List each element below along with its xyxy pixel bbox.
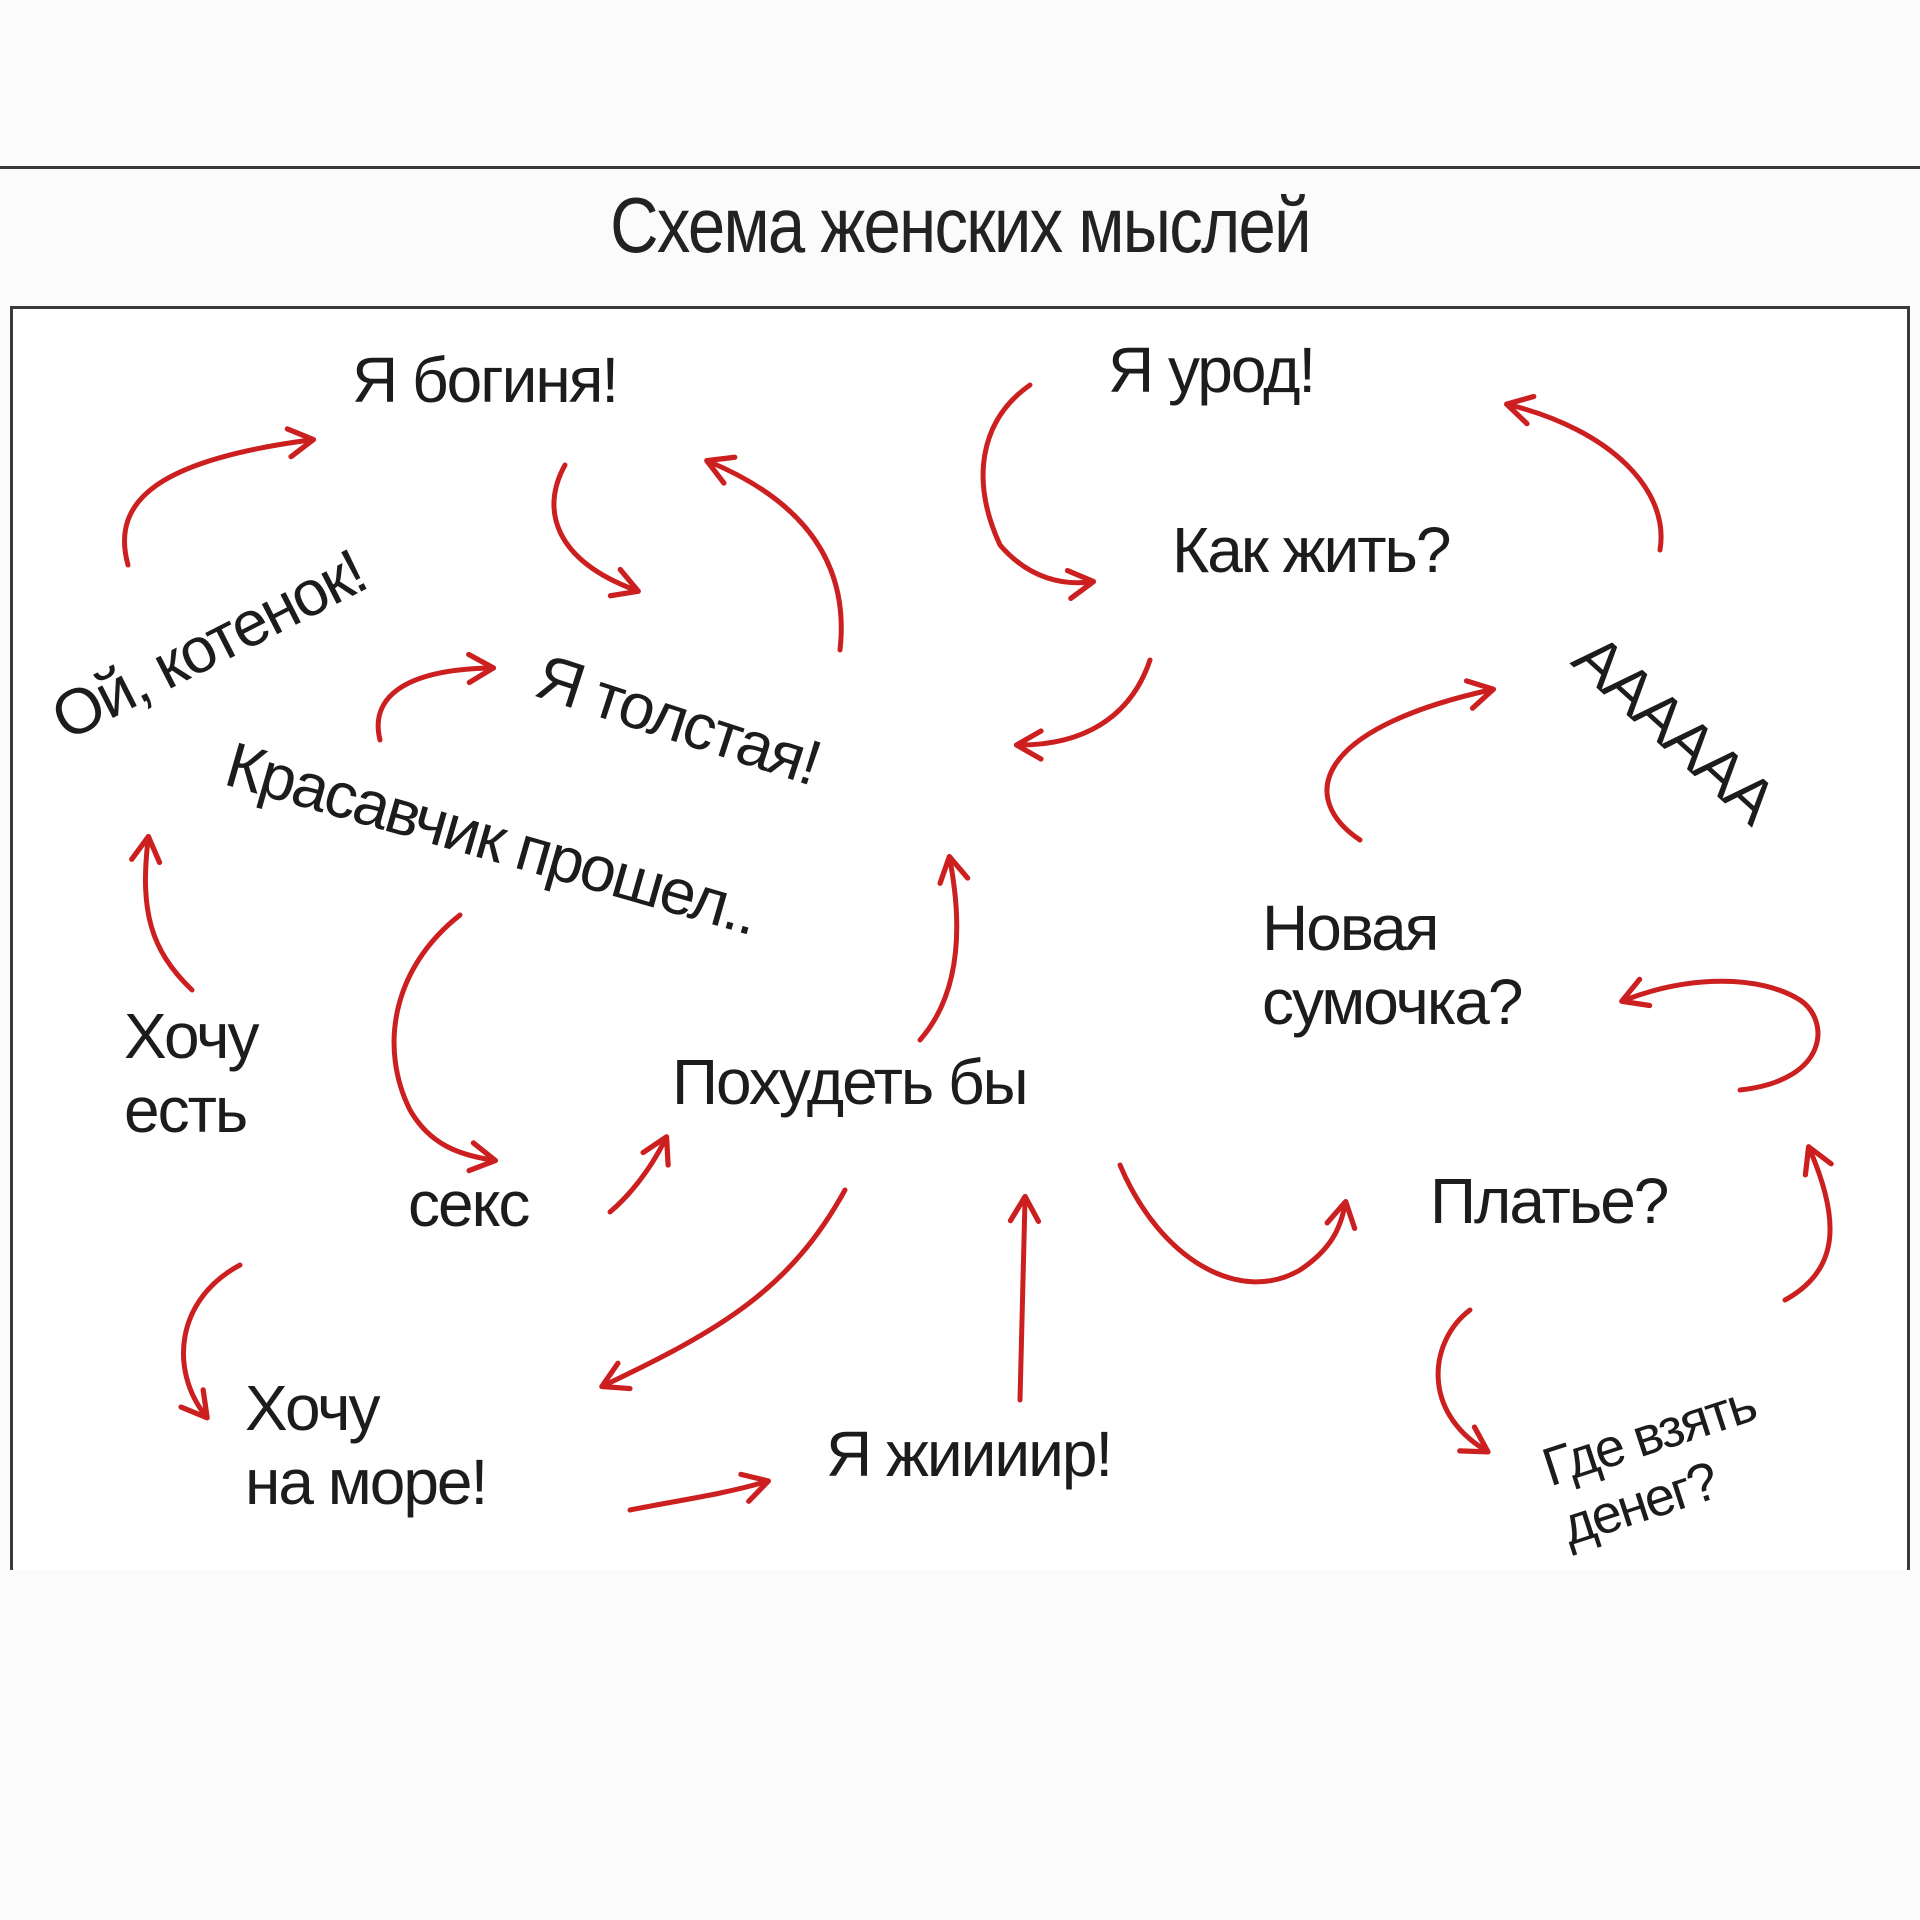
diagram-frame <box>10 306 1910 1570</box>
arrow-sex-to-lose-weight <box>607 1134 671 1215</box>
arrow-ugly-to-how-to-live <box>980 382 1097 602</box>
arrow-new-bag-loop <box>1619 976 1821 1093</box>
arrow-fat-aaa-to-lose-weight <box>1007 1193 1042 1403</box>
arrow-lose-weight-to-handsome <box>917 853 971 1043</box>
top-divider <box>0 166 1920 169</box>
node-lose-weight: Похудеть бы <box>672 1046 1029 1118</box>
node-sex: секс <box>408 1168 530 1240</box>
node-goddess: Я богиня! <box>352 344 619 416</box>
arrow-fat-to-goddess <box>704 454 844 653</box>
node-dress: Платье? <box>1430 1165 1669 1237</box>
arrow-scream-to-ugly <box>1503 393 1664 553</box>
arrow-want-eat-to-handsome <box>129 833 195 993</box>
arrow-handsome-to-sex <box>391 912 499 1174</box>
arrow-where-money-to-dress <box>1782 1144 1834 1303</box>
node-fat-aaa: Я жиииир! <box>826 1418 1113 1490</box>
arrow-goddess-to-fat <box>551 462 641 599</box>
diagram-title: Схема женских мыслей <box>610 181 1311 269</box>
arrow-new-bag-to-scream <box>1324 678 1497 843</box>
node-want-eat: Хочу есть <box>124 1000 259 1146</box>
arrow-want-eat-to-want-sea <box>178 1262 243 1421</box>
arrow-kitten-to-goddess <box>122 426 317 568</box>
node-ugly: Я урод! <box>1108 334 1316 406</box>
arrow-handsome-to-fat <box>375 651 497 743</box>
arrow-how-to-live-to-fat <box>1013 657 1153 762</box>
arrow-dress-to-where-money <box>1435 1307 1491 1455</box>
node-how-to-live: Как жить? <box>1172 514 1451 586</box>
arrow-lose-weight-to-want-sea <box>599 1187 848 1392</box>
node-new-bag: Новая сумочка? <box>1262 892 1523 1038</box>
node-want-sea: Хочу на море! <box>245 1372 488 1518</box>
arrow-want-sea-to-fat-aaa <box>627 1471 771 1513</box>
bottom-margin <box>0 1570 1920 1920</box>
arrow-lose-weight-to-dress <box>1117 1162 1358 1285</box>
